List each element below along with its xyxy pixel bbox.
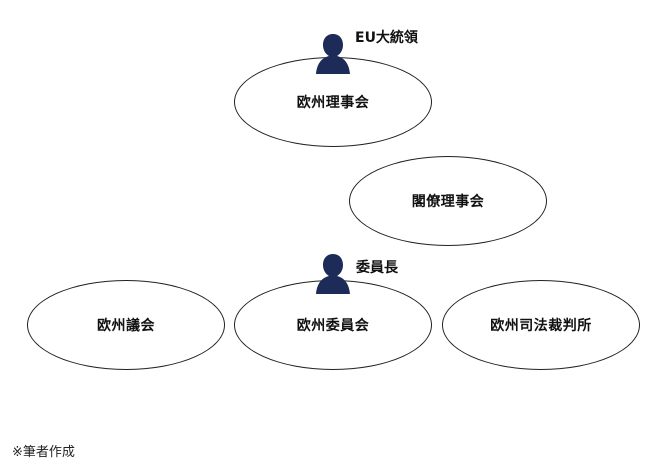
node-court-of-justice: 欧州司法裁判所 <box>442 280 640 370</box>
node-label: 欧州司法裁判所 <box>490 318 592 334</box>
person-icon <box>311 30 355 74</box>
role-label-eu-president: EU大統領 <box>355 30 418 46</box>
person-icon-shape <box>316 34 350 74</box>
node-council-of-ministers: 閣僚理事会 <box>349 156 547 246</box>
person-icon <box>311 250 355 294</box>
node-label: 欧州委員会 <box>296 318 370 334</box>
person-icon-shape <box>316 254 350 294</box>
footnote: ※筆者作成 <box>12 445 75 460</box>
role-label-commission-president: 委員長 <box>356 260 398 276</box>
node-label: 閣僚理事会 <box>411 194 485 210</box>
node-label: 欧州議会 <box>97 318 155 334</box>
node-label: 欧州理事会 <box>296 95 370 111</box>
node-european-commission: 欧州委員会 <box>234 280 432 370</box>
node-european-parliament: 欧州議会 <box>27 280 225 370</box>
